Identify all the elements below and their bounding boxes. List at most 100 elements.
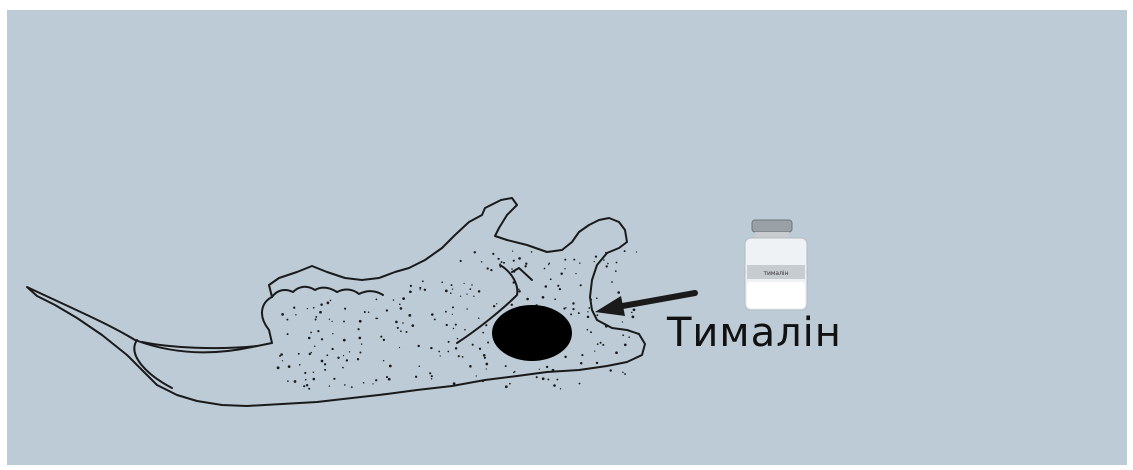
stipple-dot xyxy=(400,307,403,310)
stipple-dot xyxy=(564,356,566,358)
lesion-marker xyxy=(492,305,572,361)
stipple-dot xyxy=(482,380,485,383)
stipple-dot xyxy=(581,354,583,356)
stipple-dot xyxy=(386,376,388,378)
medicine-vial-icon: тималін xyxy=(745,220,807,310)
stipple-dot xyxy=(524,265,526,267)
stipple-dot xyxy=(633,308,636,311)
stipple-dot xyxy=(478,290,481,293)
stipple-dot xyxy=(514,260,515,261)
stipple-dot xyxy=(482,332,484,334)
stipple-dot xyxy=(505,385,508,388)
stipple-dot xyxy=(473,296,474,297)
stipple-dot xyxy=(606,265,608,267)
stipple-dot xyxy=(431,313,434,316)
stipple-dot xyxy=(492,253,494,255)
stipple-dot xyxy=(565,307,566,308)
stipple-dot xyxy=(547,378,549,380)
stipple-dot xyxy=(383,360,384,361)
stipple-dot xyxy=(358,337,361,340)
stipple-dot xyxy=(572,302,574,304)
stipple-dot xyxy=(546,366,548,368)
stipple-dot xyxy=(440,355,441,356)
mandible-illustration: тималін xyxy=(7,10,1127,465)
stipple-dot xyxy=(450,292,452,294)
stipple-dot xyxy=(399,347,400,348)
stipple-dot xyxy=(445,311,447,313)
stipple-dot xyxy=(518,290,520,292)
stipple-dot xyxy=(624,343,627,346)
stipple-dot xyxy=(503,262,505,264)
stipple-dot xyxy=(552,369,555,372)
stipple-dot xyxy=(453,382,456,385)
stipple-dot xyxy=(594,261,595,262)
stipple-dot xyxy=(564,268,565,269)
stipple-dot xyxy=(344,384,346,386)
stipple-dot xyxy=(466,293,467,294)
stipple-dot xyxy=(587,311,588,312)
stipple-dot xyxy=(359,352,361,354)
stipple-dot xyxy=(375,379,377,381)
stipple-dot xyxy=(317,330,319,332)
stipple-dot xyxy=(438,351,440,353)
stipple-dot xyxy=(596,297,598,299)
stipple-dot xyxy=(496,303,497,304)
stipple-dot xyxy=(400,330,402,332)
stipple-dot xyxy=(505,365,507,367)
stipple-dot xyxy=(498,258,500,260)
stipple-dot xyxy=(343,320,345,322)
stipple-dot xyxy=(478,317,479,318)
stipple-dot xyxy=(408,314,411,317)
stipple-dot xyxy=(305,379,307,381)
stipple-dot xyxy=(431,375,433,377)
stipple-dot xyxy=(595,255,597,257)
stipple-dot xyxy=(419,287,421,289)
stipple-dot xyxy=(307,308,308,309)
stipple-dot xyxy=(315,319,317,321)
diagram-canvas: тималін Тималін xyxy=(7,10,1127,465)
stipple-dot xyxy=(632,316,635,319)
stipple-dot xyxy=(420,289,421,290)
stipple-dot xyxy=(280,353,283,356)
stipple-dot xyxy=(430,347,432,349)
stipple-dot xyxy=(395,321,398,324)
stipple-dot xyxy=(281,313,284,316)
stipple-dot xyxy=(509,383,511,385)
stipple-dot xyxy=(471,284,472,285)
stipple-dot xyxy=(364,311,366,313)
stipple-dot xyxy=(481,261,482,262)
stipple-dot xyxy=(483,354,486,357)
stipple-dot xyxy=(539,369,540,370)
stipple-dot xyxy=(383,339,385,341)
stipple-dot xyxy=(531,251,533,253)
stipple-dot xyxy=(304,372,306,374)
stipple-dot xyxy=(610,369,612,371)
stipple-dot xyxy=(484,357,486,359)
stipple-dot xyxy=(361,343,362,344)
stipple-dot xyxy=(472,344,474,346)
stipple-dot xyxy=(359,320,362,323)
stipple-dot xyxy=(560,273,562,275)
stipple-dot xyxy=(575,273,576,274)
stipple-dot xyxy=(580,362,582,364)
stipple-dot xyxy=(303,385,305,387)
stipple-dot xyxy=(310,332,312,334)
stipple-dot xyxy=(344,308,346,310)
stipple-dot xyxy=(525,263,527,265)
stipple-dot xyxy=(611,281,613,283)
stipple-dot xyxy=(490,269,492,271)
stipple-dot xyxy=(388,378,391,381)
stipple-dot xyxy=(554,298,556,300)
stipple-dot xyxy=(590,331,592,333)
stipple-dot xyxy=(320,303,323,306)
stipple-dot xyxy=(313,307,315,309)
stipple-dot xyxy=(308,337,311,340)
stipple-dot xyxy=(605,325,608,328)
stipple-dot xyxy=(451,284,453,286)
stipple-dot xyxy=(329,319,330,320)
stipple-dot xyxy=(485,363,488,366)
stipple-dot xyxy=(329,385,330,386)
stipple-dot xyxy=(315,316,317,318)
stipple-dot xyxy=(288,365,291,368)
stipple-dot xyxy=(499,266,501,268)
